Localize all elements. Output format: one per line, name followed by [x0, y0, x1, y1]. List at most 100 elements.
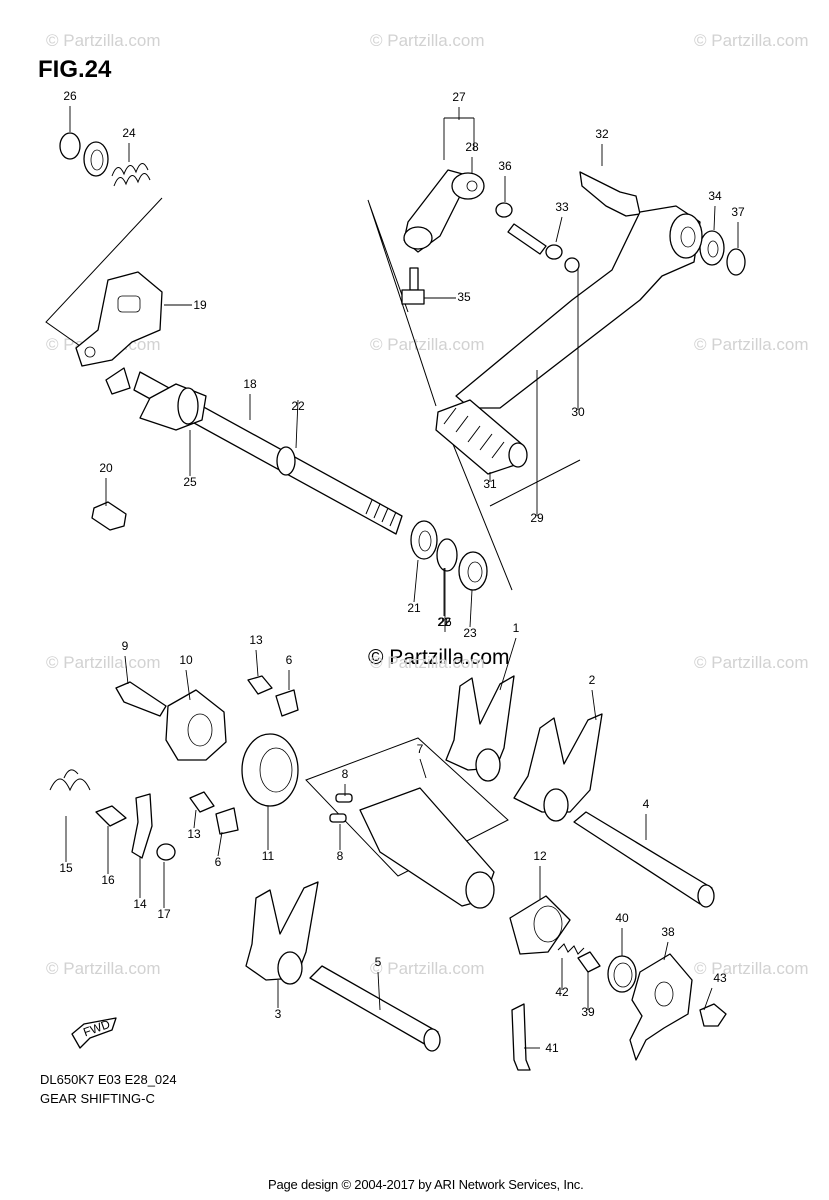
shift-drum-end: [465, 871, 495, 909]
spring-part: [111, 163, 149, 177]
callout-number: 22: [437, 615, 451, 629]
circlip-26b-part: [436, 538, 458, 572]
watermark-text: © Partzilla.com: [694, 31, 809, 50]
washer-35-part: [699, 230, 725, 266]
callout-leaders: [65, 106, 739, 1049]
watermark-text: © Partzilla.com: [370, 31, 485, 50]
callout-number: 18: [243, 377, 257, 391]
bearing-11-bore: [259, 747, 293, 793]
rod-29-part: [507, 223, 547, 255]
bearing-11-part: [241, 733, 299, 807]
callout-number: 3: [275, 1007, 282, 1021]
leader-line: [703, 987, 713, 1011]
washer-35-hole: [707, 240, 719, 258]
callout-number: 2: [589, 673, 596, 687]
fwd-arrow-shape: [71, 1017, 117, 1049]
watermark-text: © Partzilla.com: [46, 653, 161, 672]
wire-clamp-part: [511, 1003, 531, 1071]
o-ring-41-hole: [613, 962, 633, 988]
leader-line: [255, 649, 259, 677]
foot-peg-tip: [508, 442, 528, 468]
leader-line: [469, 589, 473, 628]
fork-3-boss: [277, 951, 303, 985]
lever-arm-boss: [403, 226, 433, 250]
callout-number: 11: [262, 849, 275, 863]
forward-arrow: FWD: [71, 1017, 117, 1049]
leader-line: [419, 758, 427, 779]
spring-43-part: [557, 943, 585, 955]
callout-number: 7: [417, 742, 424, 756]
page-credit: Page design © 2004-2017 by ARI Network S…: [268, 1177, 584, 1192]
leader-line: [555, 216, 563, 243]
fork-1-boss: [475, 748, 501, 782]
watermark-text: © Partzilla.com: [694, 959, 809, 978]
oil-seal-part: [458, 551, 488, 591]
watermark-text: © Partzilla.com: [694, 653, 809, 672]
callout-number: 41: [545, 1041, 559, 1055]
callout-number: 22: [291, 399, 305, 413]
stopper-bolt-part: [91, 501, 127, 531]
fork-2-boss: [543, 788, 569, 822]
washer-21-hole: [418, 530, 432, 552]
nut-37-part: [495, 202, 513, 218]
callout-number: 16: [101, 873, 115, 887]
washer-21-part: [410, 520, 438, 560]
lever-pivot-hole: [680, 226, 696, 248]
callout-number: 29: [530, 511, 544, 525]
callout-number: 8: [342, 767, 349, 781]
rod-end-hole: [466, 180, 478, 192]
washer-part: [83, 141, 109, 177]
fork-rod-5-end: [423, 1028, 441, 1052]
shift-fork-2-part: [513, 713, 603, 813]
shift-cam-part: [165, 689, 227, 761]
callout-number: 28: [465, 140, 479, 154]
fork-rod-4-part: [573, 811, 713, 905]
leader-line: [377, 971, 381, 1011]
leader-line: [499, 637, 517, 691]
callout-number: 30: [571, 405, 585, 419]
nut-34-part: [545, 244, 563, 260]
pin-9-part: [115, 681, 167, 717]
callout-number: 8: [337, 849, 344, 863]
clip-38-part: [726, 248, 746, 276]
plate-slot: [117, 295, 141, 313]
callout-number: 35: [457, 290, 471, 304]
leader-line: [591, 689, 597, 721]
section-name: GEAR SHIFTING-C: [40, 1091, 155, 1106]
callout-number: 37: [731, 205, 745, 219]
bolt-13-part: [247, 675, 273, 695]
callout-number: 13: [187, 827, 201, 841]
shift-drum-assembly: [49, 675, 727, 1071]
bolt-44-part: [699, 1003, 727, 1027]
bearing-12-part: [509, 895, 571, 955]
callout-number: 36: [498, 159, 512, 173]
fork-rod-5-part: [309, 965, 439, 1047]
watermark-text: © Partzilla.com: [46, 31, 161, 50]
model-code: DL650K7 E03 E28_024: [40, 1072, 177, 1087]
callout-number: 26: [63, 89, 77, 103]
callout-number: 26: [438, 615, 452, 629]
bolt-13b-part: [189, 791, 215, 813]
shift-plate-part: [75, 271, 163, 367]
callout-number: 38: [661, 925, 675, 939]
shift-fork-1-part: [445, 675, 515, 771]
callout-number: 19: [193, 298, 207, 312]
lever-callout-bracket: [489, 459, 581, 507]
pin-8a-part: [335, 793, 353, 803]
pin-40-part: [577, 951, 601, 973]
leader-line: [663, 941, 669, 961]
leader-line: [193, 809, 197, 829]
gear-position-switch-part: [629, 953, 693, 1061]
callout-number: 12: [533, 849, 547, 863]
figure-title: FIG.24: [38, 56, 112, 83]
callout-number: 5: [375, 955, 382, 969]
callout-number: 33: [555, 200, 569, 214]
callout-number: 42: [555, 985, 569, 999]
bolt-36-part: [409, 267, 419, 291]
callout-number: 6: [286, 653, 293, 667]
leader-line: [713, 205, 716, 231]
callout-number: 14: [133, 897, 147, 911]
